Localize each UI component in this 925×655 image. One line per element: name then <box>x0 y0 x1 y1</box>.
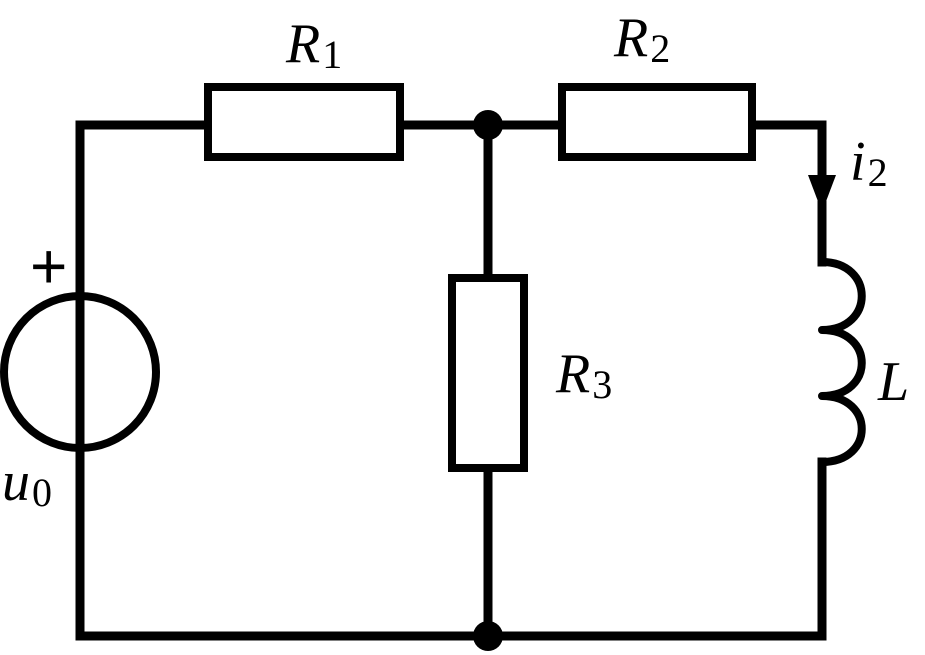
resistor-r3 <box>448 274 528 472</box>
junction-bottom <box>473 621 503 651</box>
resistor-r1 <box>204 83 404 161</box>
current-label: i2 <box>850 131 888 195</box>
r1-symbol: R <box>285 13 320 75</box>
junction-top <box>473 110 503 140</box>
voltage-source <box>0 292 160 452</box>
r3-label: R3 <box>555 343 612 407</box>
inductor-label: L <box>877 351 909 413</box>
r3-symbol: R <box>555 343 590 405</box>
r2-label: R2 <box>613 7 670 71</box>
source-subscript: 0 <box>32 470 52 515</box>
top-right-wire <box>747 120 827 190</box>
r1-subscript: 1 <box>322 32 342 77</box>
r2-symbol: R <box>613 7 648 69</box>
source-symbol: u <box>2 451 30 513</box>
current-symbol: i <box>850 131 866 193</box>
wires <box>75 120 827 641</box>
r3-subscript: 3 <box>592 362 612 407</box>
r2-subscript: 2 <box>650 26 670 71</box>
source-label: u0 <box>2 451 52 515</box>
resistor-r2 <box>558 83 756 161</box>
inductor-coil <box>818 258 866 466</box>
current-arrow-icon <box>808 175 836 212</box>
current-subscript: 2 <box>868 150 888 195</box>
polarity-plus-sign: + <box>30 230 67 302</box>
r1-label: R1 <box>285 13 342 77</box>
